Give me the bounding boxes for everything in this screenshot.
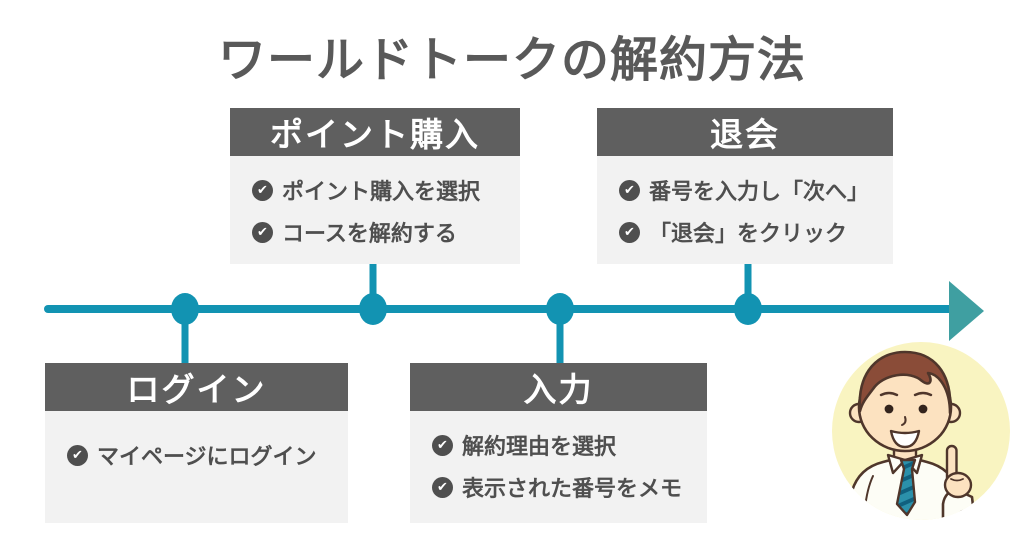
check-circle-icon: ✔ xyxy=(432,434,453,456)
list-item: ✔ 解約理由を選択 xyxy=(432,429,707,461)
pointing-man-icon xyxy=(832,342,1010,520)
list-item: ✔ ポイント購入を選択 xyxy=(252,174,520,206)
step-body-withdrawal: ✔ 番号を入力し「次へ」 ✔ 「退会」をクリック xyxy=(597,156,893,264)
step-box-login: ログイン ✔ マイページにログイン xyxy=(45,363,348,523)
step-item-text: 「退会」をクリック xyxy=(649,222,848,247)
pointing-man-illustration xyxy=(831,341,1011,521)
step-header-login: ログイン xyxy=(45,363,348,411)
timeline-dot xyxy=(734,293,762,325)
step-item-text: ポイント購入を選択 xyxy=(282,180,481,205)
check-circle-icon: ✔ xyxy=(252,221,273,243)
step-item-text: 表示された番号をメモ xyxy=(462,477,683,502)
check-circle-icon: ✔ xyxy=(252,179,273,201)
timeline-dot xyxy=(171,293,199,325)
check-circle-icon: ✔ xyxy=(432,476,453,498)
arrowhead-icon xyxy=(949,281,984,341)
timeline-dot xyxy=(359,293,387,325)
list-item: ✔ 表示された番号をメモ xyxy=(432,471,707,503)
check-circle-icon: ✔ xyxy=(67,444,88,466)
step-header-point-purchase: ポイント購入 xyxy=(230,108,520,156)
step-box-input: 入力 ✔ 解約理由を選択 ✔ 表示された番号をメモ xyxy=(410,363,707,523)
list-item: ✔ 番号を入力し「次へ」 xyxy=(619,174,893,206)
step-body-login: ✔ マイページにログイン xyxy=(45,411,348,523)
check-circle-icon: ✔ xyxy=(619,179,640,201)
step-box-withdrawal: 退会 ✔ 番号を入力し「次へ」 ✔ 「退会」をクリック xyxy=(597,108,893,264)
page-title: ワールドトークの解約方法 xyxy=(217,32,806,88)
step-item-text: 番号を入力し「次へ」 xyxy=(649,180,870,205)
step-box-point-purchase: ポイント購入 ✔ ポイント購入を選択 ✔ コースを解約する xyxy=(230,108,520,264)
step-body-input: ✔ 解約理由を選択 ✔ 表示された番号をメモ xyxy=(410,411,707,523)
check-circle-icon: ✔ xyxy=(619,221,640,243)
list-item: ✔ コースを解約する xyxy=(252,216,520,248)
step-header-input: 入力 xyxy=(410,363,707,411)
step-header-withdrawal: 退会 xyxy=(597,108,893,156)
list-item: ✔ マイページにログイン xyxy=(67,439,348,471)
timeline-dot xyxy=(546,293,574,325)
step-body-point-purchase: ✔ ポイント購入を選択 ✔ コースを解約する xyxy=(230,156,520,264)
step-item-text: 解約理由を選択 xyxy=(462,435,617,460)
step-item-text: コースを解約する xyxy=(282,222,457,247)
list-item: ✔ 「退会」をクリック xyxy=(619,216,893,248)
step-item-text: マイページにログイン xyxy=(97,445,317,470)
